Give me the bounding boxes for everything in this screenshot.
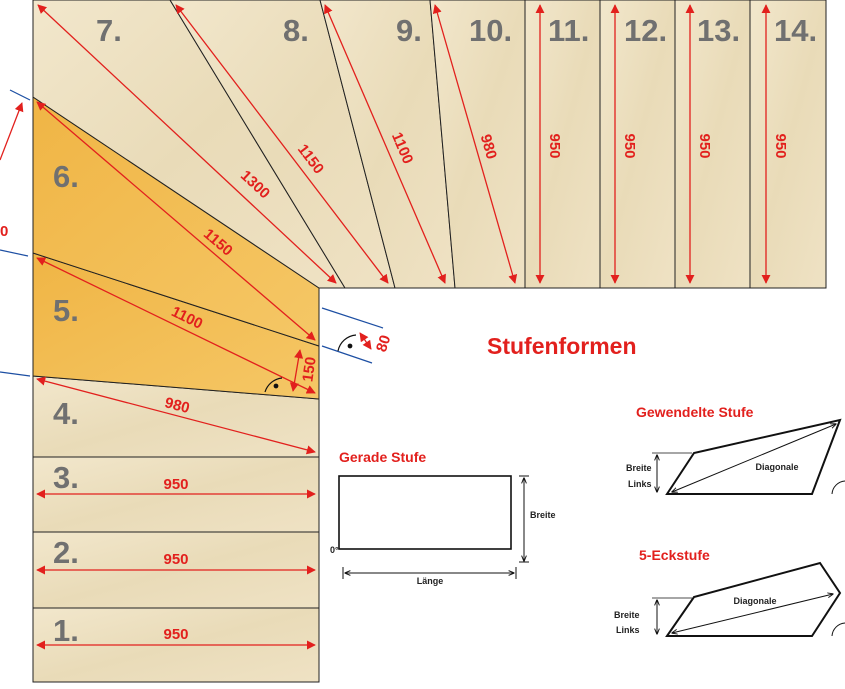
step-number-12: 12.	[624, 13, 667, 48]
step-number-6: 6.	[53, 159, 79, 194]
gerade-width-label: Breite	[530, 510, 556, 520]
gerade-title: Gerade Stufe	[339, 449, 426, 465]
dim-label-11: 950	[546, 133, 563, 158]
dim-arrow-10	[432, 4, 518, 284]
dim-label-10: 980	[477, 132, 500, 161]
gewendelt-width-label-1: Breite	[626, 463, 652, 473]
step-number-2: 2.	[53, 535, 79, 570]
step-number-5: 5.	[53, 293, 79, 328]
step-number-1: 1.	[53, 613, 79, 648]
dim-label-1: 950	[163, 626, 188, 643]
svg-text:0: 0	[0, 223, 8, 240]
step-number-13: 13.	[697, 13, 740, 48]
dimension-labels: 950 950 950 980 1100 1150 1300 1150 1100…	[163, 130, 789, 643]
gewendelt-diagonal-label: Diagonale	[755, 462, 798, 472]
gewendelt-title: Gewendelte Stufe	[636, 404, 754, 420]
step-number-10: 10.	[469, 13, 512, 48]
dim-label-2: 950	[163, 551, 188, 568]
eck-width-label-1: Breite	[614, 610, 640, 620]
dim-label-offset: 80	[373, 333, 394, 354]
gerade-length-label: Länge	[417, 576, 444, 586]
step-number-8: 8.	[283, 13, 309, 48]
dim-label-14: 950	[772, 133, 789, 158]
eck-diagonal-label: Diagonale	[733, 596, 776, 606]
eck-width-label-2: Links	[616, 625, 640, 635]
eck-title: 5-Eckstufe	[639, 547, 710, 563]
stair-board: 0	[0, 0, 827, 683]
gewendelt-width-label-2: Links	[628, 479, 652, 489]
guide-lines	[0, 89, 384, 377]
step-numbers: 1. 2. 3. 4. 5. 6. 7. 8. 9. 10. 11. 12. 1…	[53, 13, 817, 648]
gerade-angle-label: 0°	[330, 545, 339, 555]
step-number-14: 14.	[774, 13, 817, 48]
gerade-shape	[338, 475, 512, 550]
dim-label-3: 950	[163, 476, 188, 493]
dimension-arrows	[36, 4, 771, 650]
dim-label-12: 950	[621, 133, 638, 158]
dim-arrow-9	[324, 4, 446, 284]
dim-arrow-offset	[359, 332, 372, 350]
gerade-stufe-figure: Gerade Stufe Breite Länge 0°	[330, 449, 556, 586]
step-number-11: 11.	[548, 13, 589, 48]
step-number-4: 4.	[53, 396, 79, 431]
eckstufe-figure: 5-Eckstufe Diagonale Breite Links	[614, 547, 845, 637]
step-number-3: 3.	[53, 460, 79, 495]
dim-label-depth: 150	[299, 356, 319, 383]
step-number-7: 7.	[96, 13, 122, 48]
right-angle-marks	[264, 334, 357, 393]
dim-label-13: 950	[696, 133, 713, 158]
dim-label-4: 980	[163, 394, 192, 417]
gewendelte-stufe-figure: Gewendelte Stufe Diagonale Breite Links	[626, 404, 845, 495]
heading-title: Stufenformen	[487, 333, 637, 359]
step-number-9: 9.	[396, 13, 422, 48]
dim-arrow-depth	[289, 349, 304, 392]
